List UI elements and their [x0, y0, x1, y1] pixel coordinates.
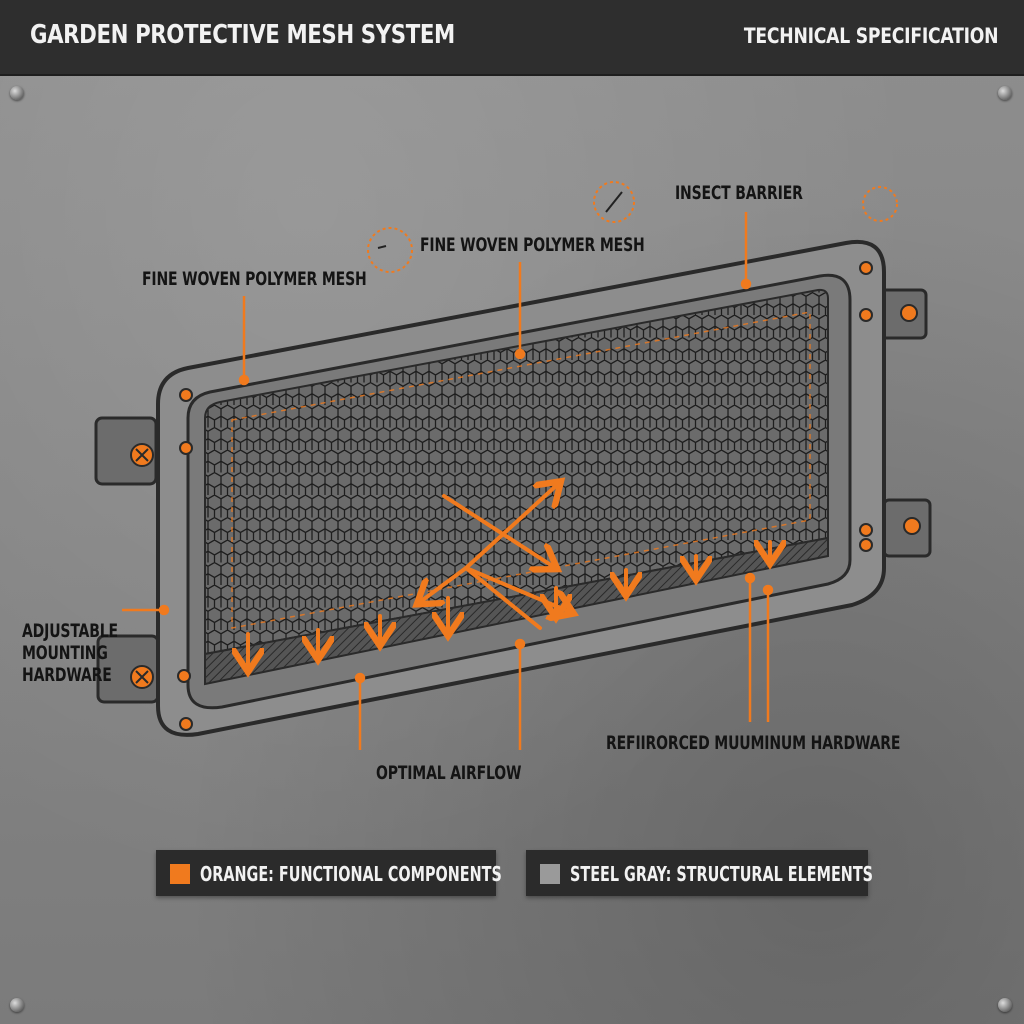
label-fine-mesh-center: FINE WOVEN POLYMER MESH [420, 234, 645, 256]
label-reinforced-hardware: REFIIRORCED MUUMINUM HARDWARE [606, 732, 901, 754]
page-subtitle: TECHNICAL SPECIFICATION [743, 24, 999, 48]
page-title: GARDEN PROTECTIVE MESH SYSTEM [30, 20, 455, 50]
corner-rivet [10, 86, 24, 100]
corner-rivet [10, 998, 24, 1012]
legend-item-functional: ORANGE: FUNCTIONAL COMPONENTS [156, 850, 502, 896]
legend-label: ORANGE: FUNCTIONAL COMPONENTS [200, 862, 502, 886]
mounting-bracket [94, 416, 158, 486]
corner-rivet [998, 86, 1012, 100]
frame-screws [177, 261, 873, 731]
legend-swatch-gray [540, 864, 560, 884]
mounting-bracket [878, 288, 928, 340]
airflow-arrows [248, 484, 770, 668]
callout-leaders [122, 212, 774, 750]
legend-label: STEEL GRAY: STRUCTURAL ELEMENTS [570, 862, 874, 886]
header-bar: GARDEN PROTECTIVE MESH SYSTEM TECHNICAL … [0, 0, 1024, 76]
label-adjustable-hardware: ADJUSTABLE MOUNTING HARDWARE [22, 620, 118, 686]
mounting-bracket [96, 634, 160, 704]
insect-barrier-markers [367, 181, 898, 273]
label-insect-barrier: INSECT BARRIER [675, 182, 803, 204]
legend-swatch-orange [170, 864, 190, 884]
mounting-bracket [882, 498, 932, 558]
inner-guide-outline [231, 311, 811, 629]
legend-item-structural: STEEL GRAY: STRUCTURAL ELEMENTS [526, 850, 873, 896]
label-optimal-airflow: OPTIMAL AIRFLOW [376, 762, 522, 784]
label-fine-mesh-left: FINE WOVEN POLYMER MESH [142, 268, 367, 290]
insect-icon [377, 191, 623, 249]
corner-rivet [998, 998, 1012, 1012]
